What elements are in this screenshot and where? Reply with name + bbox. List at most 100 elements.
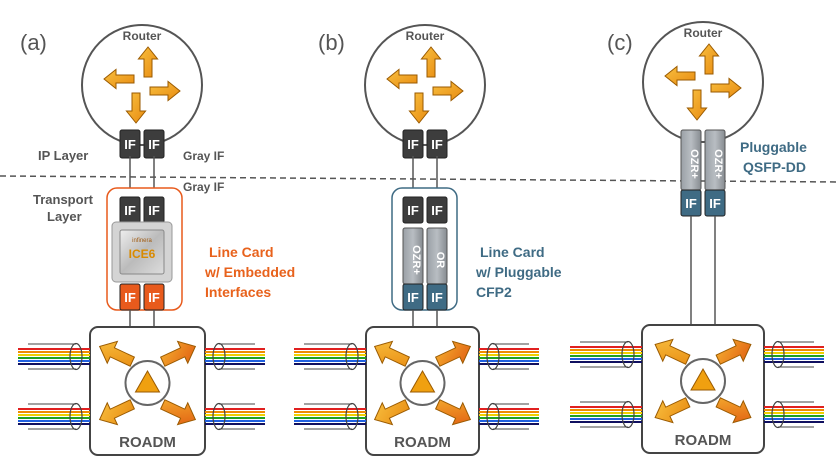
router-circle [364,24,486,146]
panel-label: (a) [20,30,47,55]
router-circle [642,21,764,143]
router-if-left-label: IF [124,137,136,152]
fiber-bundle-icon [764,340,824,369]
router-arrow [125,92,147,124]
fiber-bundle-icon [18,402,90,431]
router-arrow [686,89,708,121]
router-if-right-label: IF [431,137,443,152]
fiber-sleeve [486,342,500,371]
panel-label: (b) [318,30,345,55]
bottom-if-left-label: IF [407,290,419,305]
line-card-label: Interfaces [205,284,271,300]
router-cross-arrows-icon [103,46,181,124]
line-card-label: Line Card [209,244,274,260]
fiber-bundle-icon [18,342,90,371]
fiber-sleeve [69,402,83,431]
line-card-label: Line Card [480,244,545,260]
gray-if-top-label: Gray IF [183,149,224,163]
fiber-sleeve [771,340,785,369]
line-card-label: w/ Pluggable [475,264,562,280]
line-if-left-label: IF [124,203,136,218]
roadm-arrows-icon [654,338,752,424]
fiber-sleeve [69,342,83,371]
chip-die [119,229,165,275]
bottom-if-right-label: IF [709,196,721,211]
router-cross-arrows-icon [386,46,464,124]
module-right-label: OR [434,252,446,269]
ip-layer-label: IP Layer [38,148,88,163]
fiber-sleeve [771,400,785,429]
router-arrow [103,68,135,90]
roadm-arrow [98,340,136,367]
router-if-left-label: IF [407,137,419,152]
roadm-arrow [654,338,691,365]
bottom-if-left-label: IF [124,290,136,305]
roadm-arrow [98,399,136,426]
router-arrow [432,80,464,102]
transport-layer-label-2: Layer [47,209,82,224]
module-right-label: OZR+ [712,149,724,179]
fiber-bundle-icon [570,400,642,429]
fiber-sleeve [212,402,226,431]
router-arrow [698,43,720,75]
fiber-bundle-icon [205,402,265,431]
roadm-label: ROADM [394,434,451,451]
module-left-label: OZR+ [410,245,422,275]
roadm-arrow [654,397,691,424]
bottom-if-left-label: IF [685,196,697,211]
pluggable-label: QSFP-DD [743,159,806,175]
fiber-bundle-icon [294,402,366,431]
line-if-left [402,196,424,224]
roadm-arrow [434,399,472,426]
fiber-sleeve [621,400,635,429]
fiber-sleeve [621,340,635,369]
router-arrow [664,65,696,87]
gray-if-bottom-label: Gray IF [183,180,224,194]
chip-brand: infinera [132,238,152,244]
line-if-right-label: IF [148,203,160,218]
router-arrow [710,77,742,99]
roadm-arrow [715,397,752,424]
fiber-sleeve [345,402,359,431]
router-arrow [137,46,159,78]
router-arrow [420,46,442,78]
line-if-right [426,196,448,224]
roadm-arrow [434,340,472,367]
module-left-label: OZR+ [688,149,700,179]
roadm-arrows-icon [373,340,472,426]
pluggable-label: Pluggable [740,139,807,155]
triangle-icon [134,369,161,393]
router-label: Router [123,29,162,43]
triangle-icon [690,367,716,391]
fiber-sleeve [212,342,226,371]
fiber-bundle-icon [479,402,539,431]
roadm-arrow [159,399,197,426]
fiber-bundle-icon [479,342,539,371]
router-if-right-label: IF [148,137,160,152]
fiber-sleeve [345,342,359,371]
fiber-sleeve [486,402,500,431]
line-if-left-label: IF [407,203,419,218]
line-card-label: CFP2 [476,284,512,300]
bottom-if-right-label: IF [148,290,160,305]
fiber-bundle-icon [205,342,265,371]
triangle-icon [409,369,436,393]
line-if-right-label: IF [431,203,443,218]
fiber-bundle-icon [294,342,366,371]
roadm-arrows-icon [98,340,197,426]
roadm-label: ROADM [675,432,732,449]
roadm-arrow [373,340,411,367]
router-cross-arrows-icon [664,43,742,121]
router-label: Router [406,29,445,43]
router-arrow [149,80,181,102]
line-card-label: w/ Embedded [204,264,295,280]
router-arrow [408,92,430,124]
bottom-if-right-label: IF [431,290,443,305]
roadm-label: ROADM [119,434,176,451]
router-label: Router [684,26,723,40]
panel-label: (c) [607,30,633,55]
roadm-arrow [373,399,411,426]
